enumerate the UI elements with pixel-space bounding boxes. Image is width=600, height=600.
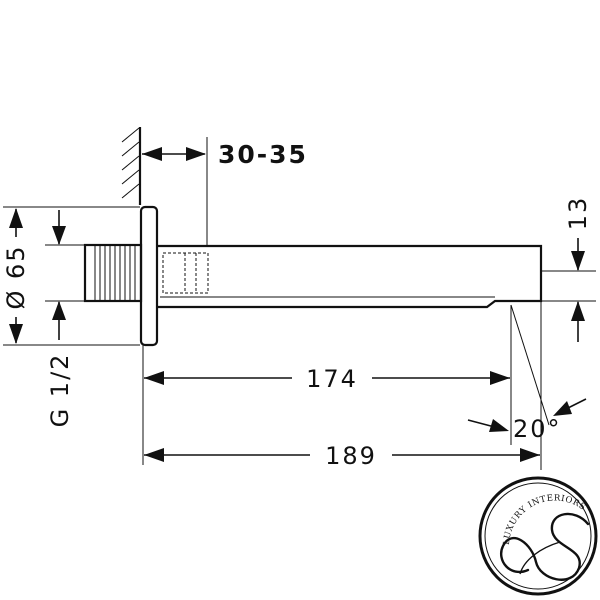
dim-overall-length-label: 189 [325,442,377,470]
dim-outlet-height: 13 [541,196,596,342]
hidden-detail [162,252,209,294]
dim-flange-diameter-label: Ø 65 [2,244,30,309]
dim-outlet-angle: 20° [467,304,587,443]
dim-thread-label: G 1/2 [46,353,74,428]
dim-outlet-height-label: 13 [564,196,592,231]
dim-wall-depth: 30-35 [142,137,308,246]
dim-thread: G 1/2 [45,210,85,427]
dim-spout-length: 174 [142,305,512,465]
dim-flange-diameter: Ø 65 [2,206,140,346]
dim-outlet-angle-label: 20° [513,415,562,443]
dim-wall-depth-label: 30-35 [218,140,308,169]
logo-monogram-icon [500,512,590,581]
wall-hatch [121,127,142,205]
thread-lines [94,246,136,300]
luxury-interiors-logo: LUXURY INTERIORS [478,476,598,596]
dim-overall-length: 189 [144,301,542,470]
dim-spout-length-label: 174 [306,365,358,393]
spout-body [83,205,543,347]
